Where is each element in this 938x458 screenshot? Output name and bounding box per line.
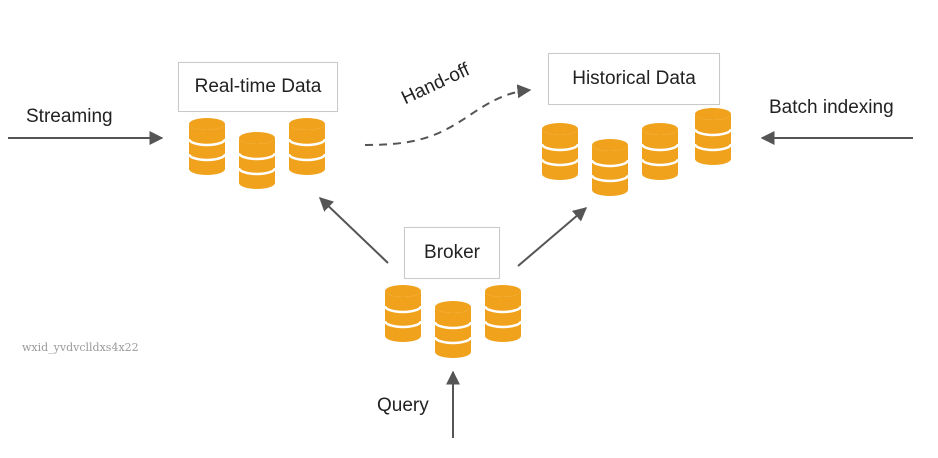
database-cylinder-icon	[693, 108, 733, 165]
database-cylinder-icon	[483, 285, 523, 342]
database-cylinder-icon	[383, 285, 423, 342]
realtime-data-title: Real-time Data	[194, 76, 322, 97]
broker-title: Broker	[424, 242, 480, 263]
database-cylinder-icon	[433, 301, 473, 358]
batch-indexing-label: Batch indexing	[769, 97, 894, 118]
handoff-arrow	[364, 84, 532, 146]
broker-to-realtime-arrow	[318, 197, 389, 264]
database-cylinder-icon	[187, 118, 227, 175]
broker-to-historical-arrow	[517, 207, 588, 267]
realtime-data-node: Real-time Data	[178, 62, 338, 112]
database-cylinder-icon	[640, 123, 680, 180]
streaming-label: Streaming	[26, 106, 113, 127]
broker-node: Broker	[404, 227, 500, 279]
database-cylinders	[187, 108, 733, 358]
database-cylinder-icon	[590, 139, 630, 196]
watermark: wxid_yvdvclldxs4x22	[22, 341, 139, 354]
historical-data-title: Historical Data	[572, 68, 696, 89]
database-cylinder-icon	[540, 123, 580, 180]
historical-data-node: Historical Data	[548, 53, 720, 105]
database-cylinder-icon	[287, 118, 327, 175]
database-cylinder-icon	[237, 132, 277, 189]
query-label: Query	[377, 395, 429, 416]
